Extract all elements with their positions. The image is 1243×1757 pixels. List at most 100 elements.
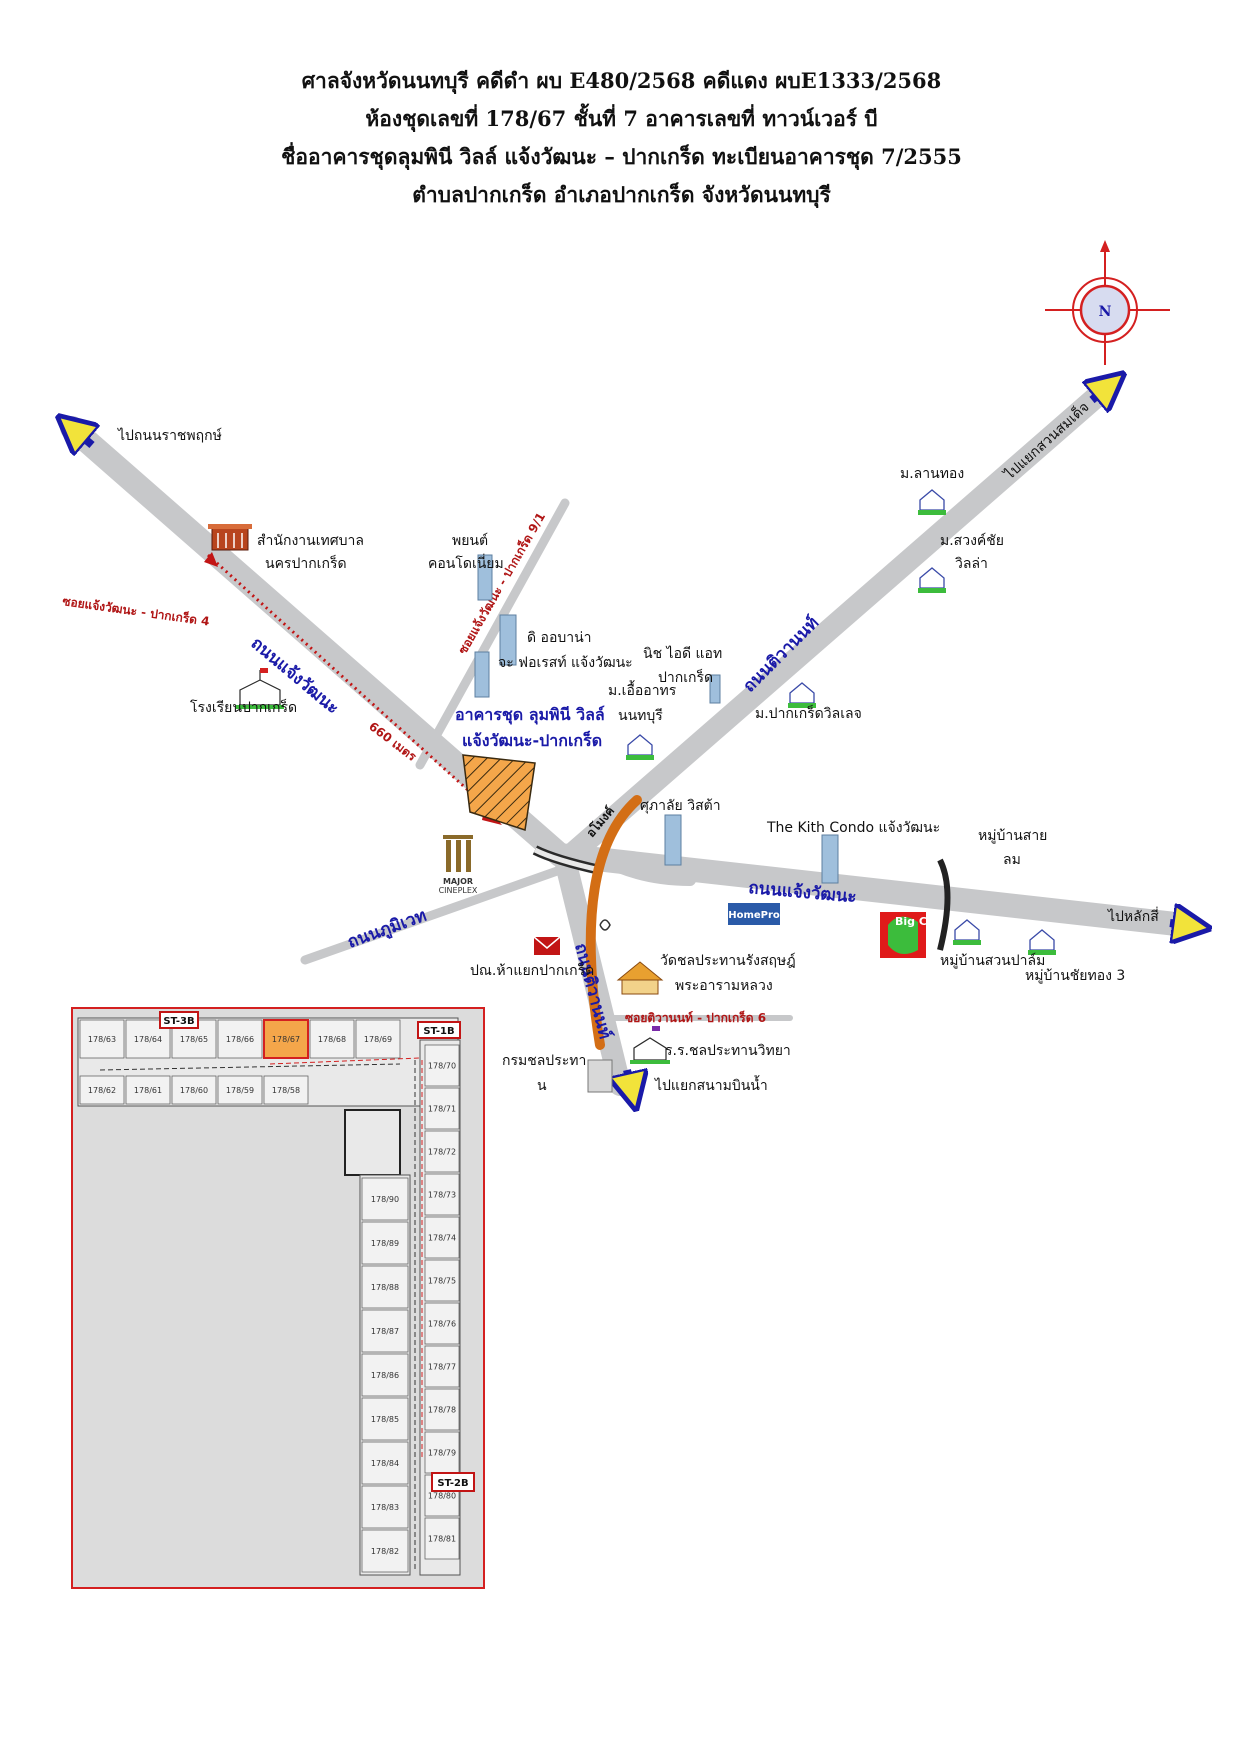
village-house-icons [626,489,1056,955]
urbana-label: ดิ ออบาน่า [527,630,592,646]
unit-cell: 178/58 [263,1075,309,1105]
municipality-building-icon [208,524,252,551]
compass-icon: N [1045,240,1170,365]
arrow-to-laksi-icon [1169,923,1192,926]
road-label-tiwanon-south: ถนนติวานนท์ [570,941,616,1041]
chaithong-label: หมู่บ้านชัยทอง 3 [1025,968,1125,984]
unit-cell: 178/71 [424,1087,460,1130]
stair-st-2b: ST-2B [431,1472,475,1492]
stair-st-2b-label: ST-2B [437,1478,468,1489]
municipality-label-2: นครปากเกร็ด [265,554,347,572]
document-header: ศาลจังหวัดนนทบุรี คดีดำ ผบ E480/2568 คดี… [0,62,1243,214]
temple-label-2: พระอารามหลวง [675,978,773,994]
unit-cell: 178/63 [79,1019,125,1059]
major-label: MAJOR [443,877,473,886]
unit-cell: 178/83 [361,1485,409,1529]
suan-palm-house-icon [953,919,981,945]
unit-label: 178/60 [180,1086,208,1095]
niche-tower-icon [709,674,721,704]
temple-label-1: วัดชลประทานรังสฤษฎ์ [660,952,796,969]
bridge-icon [937,858,951,951]
temple-icon [599,919,664,995]
chaithong-house-icon [1028,929,1056,955]
target-condo-plot [462,754,536,831]
soi-label-4: ซอยแจ้งวัฒนะ - ปากเกร็ด 4 [62,593,211,628]
lanthong-house-icon [918,489,946,515]
road-ramp-east [594,852,696,886]
unit-label: 178/58 [272,1086,300,1095]
suangchai-label-1: ม.สวงค์ชัย [940,532,1004,549]
road-phumiwet [300,865,565,965]
school-label: โรงเรียนปากเกร็ด [190,698,297,716]
road-label-to-laksi: ไปหลักสี่ [1107,907,1159,925]
road-chaengwattana-east [548,843,1197,937]
stair-st-3b: ST-3B [159,1011,199,1029]
school-icons [236,668,670,1064]
stair-st-1b-label: ST-1B [423,1026,454,1037]
unit-label: 178/70 [428,1062,456,1071]
unit-label: 178/80 [428,1492,456,1501]
unit-cell: 178/86 [361,1353,409,1397]
forest-tower-icon [474,651,490,698]
unit-cell: 178/72 [424,1130,460,1173]
unit-cell: 178/84 [361,1441,409,1485]
uea-label-1: ม.เอื้ออาทร [608,680,677,699]
unit-label: 178/68 [318,1035,346,1044]
bigc-logo-icon: Big C [880,912,927,958]
road-label-to-sanambinnam: ไปแยกสนามบินน้ำ [654,1075,768,1094]
unit-label: 178/64 [134,1035,162,1044]
irrigation-building-icon [587,1059,613,1093]
unit-cell: 178/76 [424,1302,460,1345]
forest-label: จะ ฟอเรสท์ แจ้งวัฒนะ [498,654,633,671]
uea-label-2: นนทบุรี [618,708,663,724]
unit-label: 178/90 [371,1195,399,1204]
pakkret-village-label: ม.ปากเกร็ดวิลเลจ [755,704,862,722]
municipality-label-1: สำนักงานเทศบาล [257,533,364,549]
unit-label: 178/71 [428,1105,456,1114]
payon-label-1: พยนต์ [452,532,488,549]
unit-label: 178/74 [428,1234,456,1243]
chonprathan-school-label: ร.ร.ชลประทานวิทยา [665,1043,791,1059]
unit-cell: 178/78 [424,1388,460,1431]
unit-cell: 178/90 [361,1177,409,1221]
floorplan-left-column: 178/90178/89178/88178/87178/86178/85178/… [361,1177,409,1573]
unit-cell: 178/59 [217,1075,263,1105]
lotus-icon [599,919,611,931]
unit-cell: 178/79 [424,1431,460,1474]
suangchai-house-icon [918,567,946,593]
arrow-to-sanambinnam-icon [627,1070,632,1092]
niche-label-1: นิช ไอดี แอท [643,645,722,662]
kith-tower-icon [821,834,839,884]
uea-house-icon [626,734,654,760]
unit-cell: 178/75 [424,1259,460,1302]
arrow-to-suanson-icon [1092,385,1110,400]
unit-cell: 178/60 [171,1075,217,1105]
niche-label-2: ปากเกร็ด [658,668,713,686]
unit-cell: 178/77 [424,1345,460,1388]
unit-cell: 178/70 [424,1044,460,1087]
unit-label: 178/88 [371,1283,399,1292]
unit-cell: 178/73 [424,1173,460,1216]
target-label-line-2: แจ้งวัฒนะ-ปากเกร็ด [462,729,602,750]
unit-label: 178/84 [371,1459,399,1468]
road-tiwanon-north [554,374,1121,871]
unit-label: 178/78 [428,1406,456,1415]
chonprathan-school-icon [630,1026,670,1064]
unit-cell: 178/68 [309,1019,355,1059]
payon-label-2: คอนโดเนี่ยม [428,554,504,572]
unit-label: 178/62 [88,1086,116,1095]
unit-cell: 178/88 [361,1265,409,1309]
road-label-to-ratchaphruek: ไปถนนราชพฤกษ์ [117,427,222,444]
unit-cell: 178/74 [424,1216,460,1259]
condo-tower-icons [474,554,839,1093]
road-soi-9-1 [415,498,570,770]
unit-label: 178/65 [180,1035,208,1044]
post-label: ปณ.ห้าแยกปากเกร็ด [470,961,594,979]
unit-label: 178/69 [364,1035,392,1044]
unit-label: 178/75 [428,1277,456,1286]
unit-label: 178/79 [428,1449,456,1458]
pakkret-school-icon [236,668,284,709]
